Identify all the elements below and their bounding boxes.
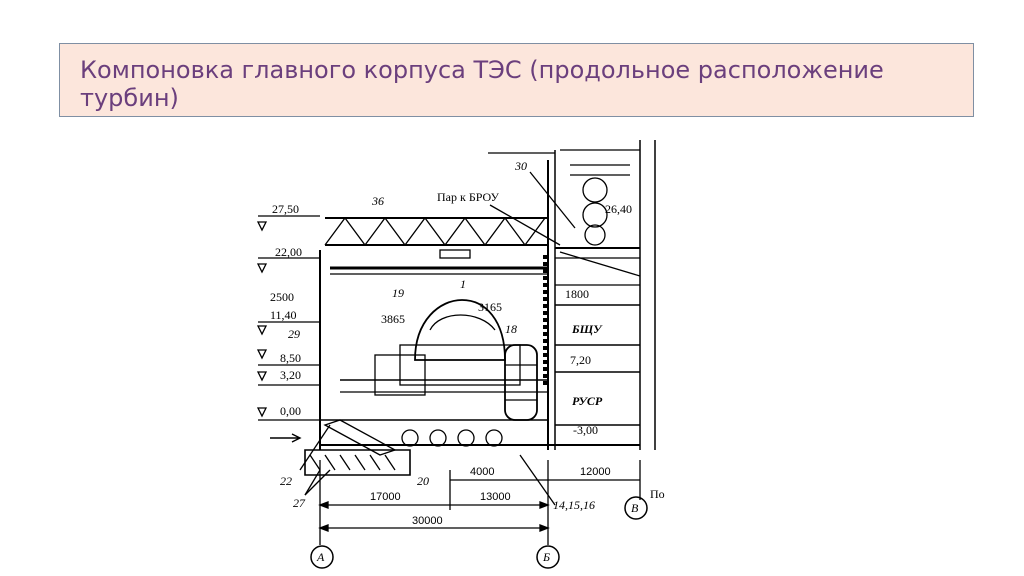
cropped-edge-text: По xyxy=(650,487,665,501)
control-room-label: БЩУ xyxy=(571,322,603,336)
part-number: 27 xyxy=(293,496,306,510)
axis-label: В xyxy=(631,501,639,515)
dimension-label: 13000 xyxy=(480,491,511,503)
part-number: 29 xyxy=(288,327,300,341)
steam-to-brou-label: Пар к БРОУ xyxy=(437,190,500,204)
elevation-label: 8,50 xyxy=(280,351,301,365)
elevation-label: 22,00 xyxy=(275,245,302,259)
dimension-label: 4000 xyxy=(470,466,494,478)
part-number: 36 xyxy=(371,194,384,208)
part-number: 30 xyxy=(514,159,527,173)
part-number: 22 xyxy=(280,474,292,488)
part-number: 3165 xyxy=(478,300,502,314)
right-elevation-label: 7,20 xyxy=(570,353,591,367)
slide-title: Компоновка главного корпуса ТЭС (продоль… xyxy=(80,56,884,112)
part-number: 20 xyxy=(417,474,429,488)
elevation-label: 11,40 xyxy=(270,308,297,322)
right-elevation-label: -3,00 xyxy=(573,423,598,437)
elevation-label: 3,20 xyxy=(280,368,301,382)
dimension-label: 30000 xyxy=(412,515,443,527)
right-elevation-label: 26,40 xyxy=(605,202,632,216)
dimension-label: 17000 xyxy=(370,491,401,503)
part-number: 19 xyxy=(392,286,404,300)
elevation-label: 0,00 xyxy=(280,404,301,418)
dimension-label: 12000 xyxy=(580,466,611,478)
part-number: 1 xyxy=(460,277,466,291)
axis-label: Б xyxy=(542,550,550,564)
part-number: 18 xyxy=(505,322,517,336)
right-elevation-label: 1800 xyxy=(565,287,589,301)
relay-room-label: РУСР xyxy=(572,394,603,408)
part-number: 3865 xyxy=(381,312,405,326)
part-number: 14,15,16 xyxy=(553,498,595,512)
axis-label: А xyxy=(316,550,325,564)
title-box: Компоновка главного корпуса ТЭС (продоль… xyxy=(59,43,974,117)
elevation-label: 2500 xyxy=(270,290,294,304)
elevation-label: 27,50 xyxy=(272,202,299,216)
